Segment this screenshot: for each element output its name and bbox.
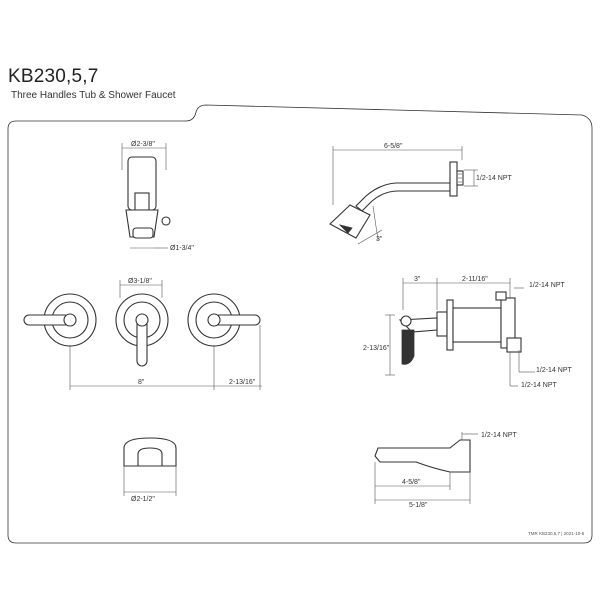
spout-len2-label: 5-1/8" [409,502,428,509]
three-handles-front-view: Ø3-1/8" 8" 2-13/16" [23,278,262,390]
center-spacing-label: 8" [138,379,145,386]
drawing-frame [7,104,593,544]
valve-npt-top-label: 1/2-14 NPT [529,282,566,289]
shower-head-front-view: Ø2-3/8" Ø1-3/4" [121,141,194,252]
head-dia-label: Ø2-3/8" [131,141,155,148]
spray-dia-label: Ø1-3/4" [170,245,194,252]
spout-dia-label: Ø2-1/2" [131,496,155,503]
valve-npt-bot-label: 1/2-14 NPT [521,382,558,389]
drawing-ref: TMR KB230,5,7 | 2021-10-6 [528,531,585,536]
arm-npt-label: 1/2-14 NPT [476,175,513,182]
product-subtitle: Three Handles Tub & Shower Faucet [11,90,176,101]
spout-len1-label: 4-5/8" [402,479,421,486]
shower-arm-side-view: 6-5/8" 3" 1/2-14 NPT [329,143,513,245]
escutcheon-dia-label: Ø3-1/8" [128,278,152,285]
spout-front-view: Ø2-1/2" [123,437,177,503]
valve-npt-mid-label: 1/2-14 NPT [536,367,573,374]
valve-side-view: 3" 2-11/16" 2-13/16" 1/2-14 NPT 1/2-14 N… [363,276,573,389]
spout-side-view: 1/2-14 NPT 4-5/8" 5-1/8" [374,432,518,509]
model-title: KB230,5,7 [8,66,99,87]
spout-npt-label: 1/2-14 NPT [481,432,518,439]
valve-2-11-label: 2-11/16" [462,276,488,283]
handle-depth-label: 2-13/16" [229,379,256,386]
arm-drop-label: 3" [376,236,383,243]
valve-3-label: 3" [414,276,421,283]
valve-height-label: 2-13/16" [363,345,390,352]
arm-length-label: 6-5/8" [384,143,403,150]
